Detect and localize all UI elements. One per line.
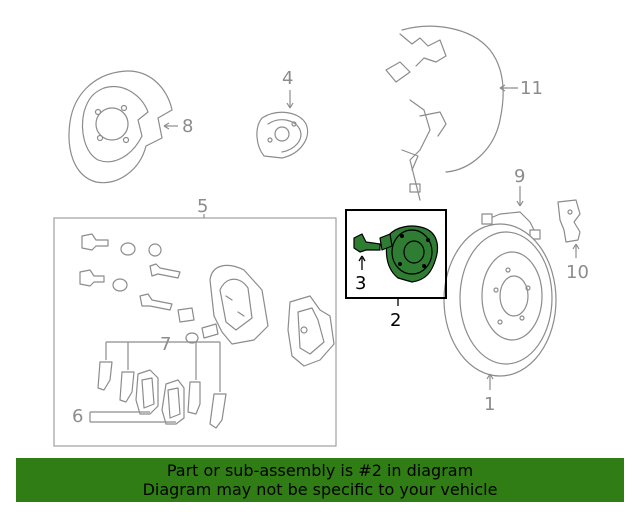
shield-part-4 [256,90,309,159]
callout-10: 10 [566,262,589,283]
callout-8: 8 [182,116,193,137]
info-banner: Part or sub-assembly is #2 in diagram Di… [16,458,624,502]
parts-diagram: 8 4 11 9 10 [53,25,589,447]
callout-4: 4 [282,68,293,89]
dust-shield-part-8 [68,70,178,184]
hub-bearing-part-2 [379,225,439,283]
callout-7: 7 [160,334,171,355]
caliper-hardware [79,233,219,344]
banner-line-2: Diagram may not be specific to your vehi… [142,480,498,499]
callout-1: 1 [484,394,495,415]
callout-3: 3 [355,273,366,294]
hub-bolt-part-3 [353,233,381,270]
brake-rotor-part-1 [443,223,557,390]
callout-11: 11 [520,78,543,99]
abs-sensor-part-11 [385,25,518,201]
callout-2: 2 [390,310,401,331]
caliper-bracket [287,295,335,367]
pad-group-part-7 [97,341,227,429]
bracket-part-10 [557,199,581,258]
banner-line-1: Part or sub-assembly is #2 in diagram [166,461,474,480]
caliper-kit-box-5 [53,217,337,447]
brake-pads-part-6 [89,369,185,425]
hub-bearing-highlight-box-2 [345,209,447,299]
callout-9: 9 [514,166,525,187]
callout-5: 5 [197,196,208,217]
callout-6: 6 [72,406,83,427]
brake-hose-part-9 [481,186,541,240]
caliper-body [209,264,269,345]
